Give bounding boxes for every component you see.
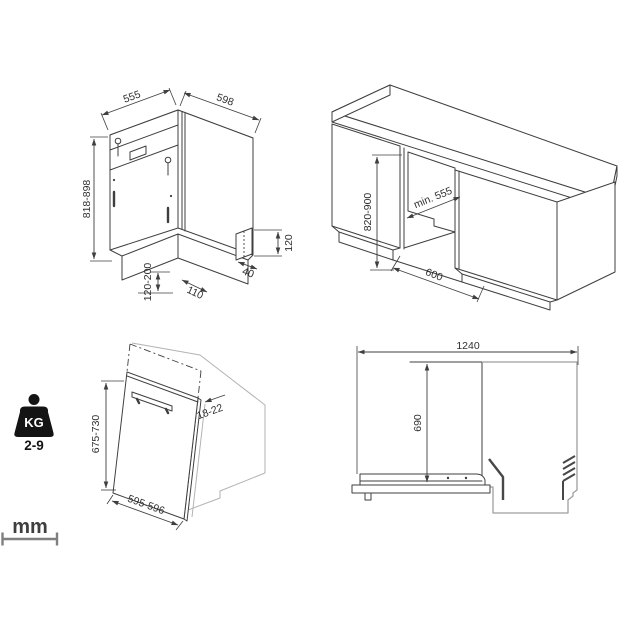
dim-panel-height-label: 675-730 <box>90 415 102 454</box>
diagram-furniture-panel: 675-730 18-22 595-596 <box>90 342 266 531</box>
dim-foot-height-label: 120 <box>283 234 295 252</box>
door-handle <box>131 391 173 412</box>
dishwasher-body-outline <box>109 109 254 285</box>
door-spring <box>562 455 576 500</box>
dim-depth-label: 598 <box>215 91 236 108</box>
open-door-outline <box>351 361 576 501</box>
diagram-installation-niche: 820-900 min. 555 600 <box>331 84 618 311</box>
diagram-isometric-dishwasher: 555 598 818-898 120-200 110 120 40 <box>81 87 295 302</box>
cabinet-behind-outline <box>131 342 266 518</box>
hinge-lever <box>488 458 505 500</box>
weight-icon-body <box>14 406 54 437</box>
dim-width-label: 555 <box>122 88 143 105</box>
unit-marker: mm <box>1 516 59 546</box>
weight-icon <box>28 394 40 405</box>
dim-niche-height-label: 820-900 <box>362 193 374 232</box>
panel-outline <box>112 343 202 522</box>
dim-niche-width-label: 600 <box>424 266 445 284</box>
dim-plinth-height-label: 120-200 <box>142 263 154 302</box>
dim-plinth-depth-label: 110 <box>185 284 205 302</box>
dim-open-depth-label: 1240 <box>456 340 480 352</box>
dim-height-label: 818-898 <box>81 180 93 219</box>
dim-foot-depth-label: 40 <box>240 265 255 280</box>
kitchen-cabinet-outline <box>331 84 618 311</box>
weight-range-label: 2-9 <box>24 438 44 453</box>
weight-badge: KG 2-9 <box>14 394 54 453</box>
side-dimensions: 1240 690 <box>356 340 579 483</box>
diagram-open-door-side-view: 1240 690 <box>351 340 579 514</box>
weight-unit-label: KG <box>24 415 44 430</box>
unit-label: mm <box>12 516 48 538</box>
dim-door-height-label: 690 <box>412 414 424 432</box>
iso-dimensions: 555 598 818-898 120-200 110 120 40 <box>81 87 295 302</box>
body-profile-outline <box>482 361 578 514</box>
